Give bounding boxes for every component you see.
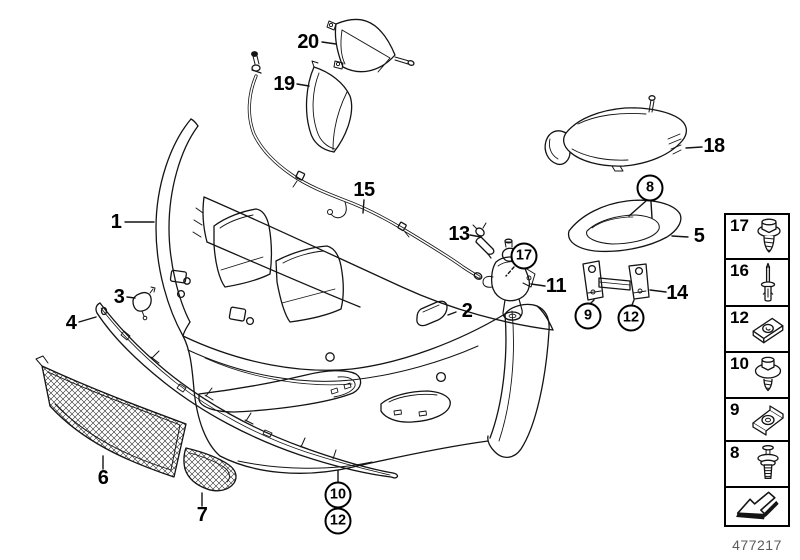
callout-8-circled[interactable]: 8 [636,174,664,202]
callout-7[interactable]: 7 [196,504,208,526]
callout-6[interactable]: 6 [97,467,109,489]
legend-part-number: 9 [730,400,740,419]
legend-part-number: 17 [730,216,749,235]
push-rivet-icon [749,443,787,485]
callout-15[interactable]: 15 [353,179,375,201]
expansion-rivet-icon [749,261,787,304]
part-13-nozzle-drawing [473,223,494,258]
callout-11[interactable]: 11 [545,275,567,297]
callout-12b-circled[interactable]: 12 [324,507,352,535]
legend-row-16[interactable]: 16 [726,260,788,307]
speed-nut-clip-icon [749,310,787,348]
part-14-bracket-drawing [583,261,649,300]
fastener-legend-table: 17 16 12 [724,213,790,527]
callout-2[interactable]: 2 [461,300,473,322]
legend-row-9[interactable]: 9 [726,399,788,442]
legend-continuation-row[interactable] [726,488,788,525]
legend-part-number: 12 [730,308,749,327]
callout-13[interactable]: 13 [448,223,470,245]
legend-row-8[interactable]: 8 [726,442,788,488]
legend-part-number: 16 [730,261,749,280]
callout-5[interactable]: 5 [693,225,705,247]
callout-12-circled[interactable]: 12 [617,304,645,332]
part-7-side-grille-mesh-drawing [184,448,236,491]
part-6-center-grille-mesh-drawing [36,356,186,477]
legend-row-10[interactable]: 10 [726,353,788,399]
legend-row-17[interactable]: 17 [726,215,788,260]
drawing-number: 477217 [732,537,782,553]
callout-18[interactable]: 18 [703,135,725,157]
hex-flange-screw-icon [749,217,787,257]
callout-17-circled[interactable]: 17 [510,242,538,270]
part-4-support-strip-drawing [96,303,397,478]
part-18-air-duct-drawing [545,96,686,171]
part-5-fog-lamp-trim-drawing [569,200,681,251]
callout-1[interactable]: 1 [110,211,122,233]
part-20-bracket-cover-drawing [327,19,415,72]
callout-9-circled[interactable]: 9 [574,302,602,330]
callout-4[interactable]: 4 [65,312,77,334]
callout-19[interactable]: 19 [273,73,295,95]
screw-with-washer-icon [749,355,787,395]
legend-part-number: 10 [730,354,749,373]
legend-part-number: 8 [730,443,740,462]
callout-14[interactable]: 14 [666,282,688,304]
part-2-tow-hook-cover-drawing [417,301,447,325]
cage-nut-clip-icon [749,401,787,439]
part-1-bumper-cover-drawing [156,119,553,473]
continuation-arrow-icon [736,490,779,519]
legend-row-12[interactable]: 12 [726,307,788,353]
callout-10-circled[interactable]: 10 [324,481,352,509]
callout-leader-lines [79,42,702,506]
part-19-corner-cover-drawing [307,61,352,152]
callout-3[interactable]: 3 [113,286,125,308]
part-3-washer-cover-drawing [133,287,155,320]
part-15-hose-drawing [249,52,483,281]
callout-20[interactable]: 20 [297,31,319,53]
